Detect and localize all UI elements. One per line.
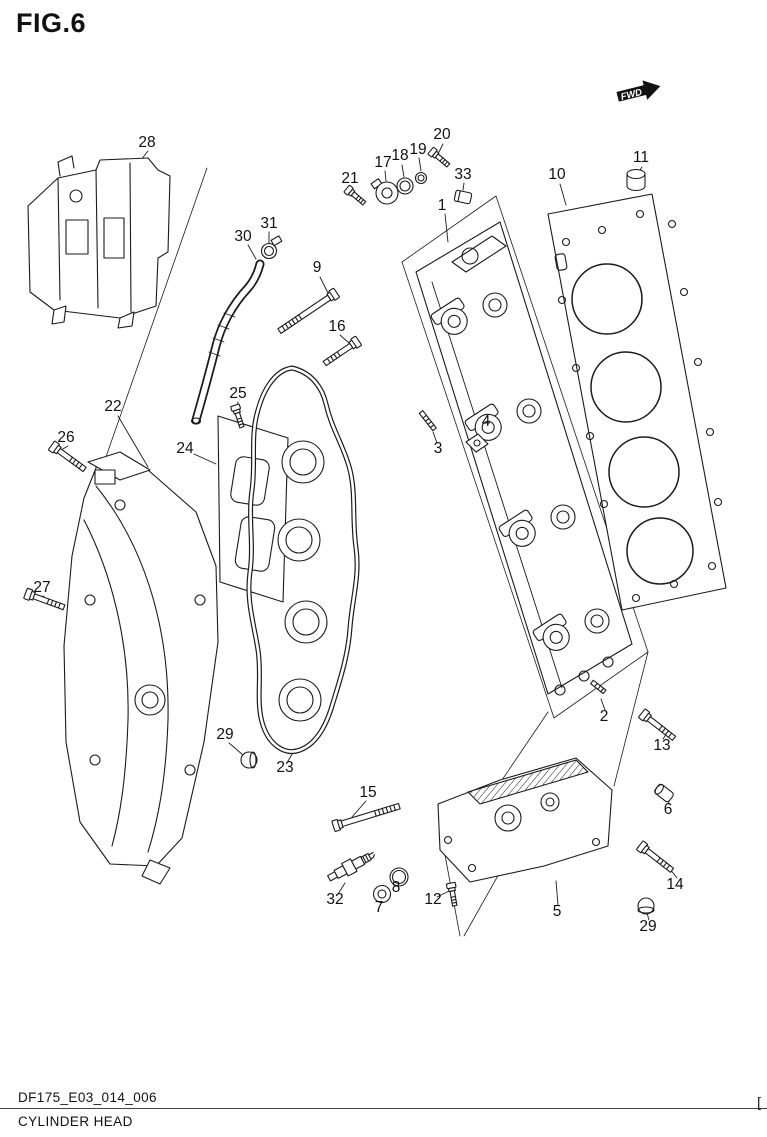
bolt-9 <box>275 287 341 337</box>
bolt-27 <box>23 587 67 614</box>
bolt-14 <box>635 840 676 876</box>
seal-8 <box>389 867 409 887</box>
bolt-13 <box>637 708 678 744</box>
stud-2 <box>590 679 607 695</box>
washer-7 <box>372 884 392 904</box>
construction-lines <box>99 167 649 937</box>
figure-title: FIG.6 <box>16 8 87 38</box>
breather-hose <box>190 259 265 425</box>
bolt-15 <box>331 800 402 833</box>
seal-ring-17 <box>370 178 399 205</box>
footer-divider <box>0 1108 767 1109</box>
cap-6 <box>654 783 674 803</box>
dowel-cap-11 <box>626 168 646 192</box>
ignition-coil-cover <box>27 155 171 329</box>
stud-bolt-3 <box>418 410 437 432</box>
footer-figure-name: CYLINDER HEAD <box>18 1114 133 1129</box>
footer-drawing-code: DF175_E03_014_006 <box>18 1090 157 1105</box>
cap-29-right <box>637 897 655 915</box>
valve-cover-gasket <box>246 365 360 754</box>
cylinder-head <box>415 221 633 696</box>
ring-19 <box>414 171 428 185</box>
spark-plug <box>327 851 375 882</box>
valve-cover <box>63 451 219 885</box>
bolt-12 <box>445 881 460 908</box>
corner-bracket: [ <box>757 1094 761 1110</box>
fwd-arrow: FWD <box>616 80 661 103</box>
bolt-16 <box>321 335 363 369</box>
hose-clamp <box>260 235 283 260</box>
cap-29-left <box>240 751 258 769</box>
bolt-21 <box>343 184 368 208</box>
plug-33 <box>453 189 473 205</box>
lower-cover <box>437 757 613 883</box>
joint-4 <box>465 433 489 453</box>
head-gasket <box>547 193 727 611</box>
fwd-arrow-label: FWD <box>620 87 644 103</box>
o-ring-18 <box>396 177 414 195</box>
